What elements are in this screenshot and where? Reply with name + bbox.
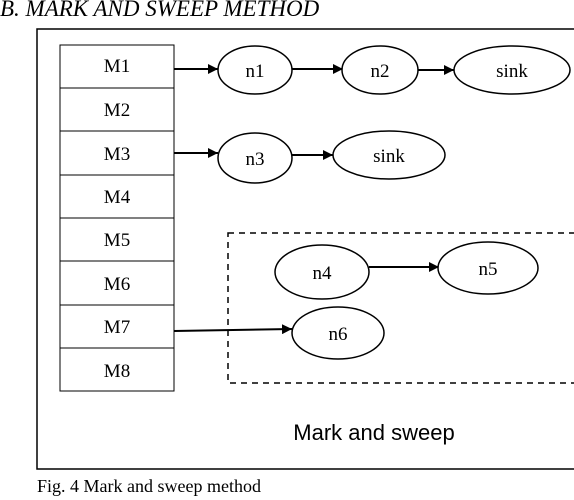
node-sink-a: sink [453, 45, 571, 95]
mark-cell-label-m7: M7 [104, 317, 130, 338]
mark-cell-label-m8: M8 [104, 361, 130, 382]
node-n5-label: n5 [479, 259, 498, 280]
node-n3: n3 [217, 132, 293, 184]
mark-table: M1 M2 M3 M4 M5 M6 M7 M8 [59, 44, 175, 392]
mark-cell [59, 304, 175, 349]
section-heading: B. MARK AND SWEEP METHOD [0, 0, 320, 21]
node-n4-label: n4 [313, 263, 333, 284]
sweep-region-box [227, 232, 574, 384]
mark-cell-label-m6: M6 [104, 274, 130, 295]
node-n6-label: n6 [329, 324, 348, 345]
node-sink-b-label: sink [373, 146, 405, 167]
node-n6: n6 [291, 306, 385, 360]
edge-m7-n6 [173, 324, 293, 335]
mark-cell-label-m2: M2 [104, 100, 130, 121]
node-n1-label: n1 [246, 61, 265, 82]
node-n3-label: n3 [246, 149, 265, 170]
node-sink-a-label: sink [496, 61, 528, 82]
mark-cell [59, 347, 175, 392]
mark-cell [59, 260, 175, 306]
region-label: Mark and sweep [293, 420, 454, 445]
mark-cell [59, 44, 175, 89]
outer-frame [36, 28, 574, 470]
mark-cell-label-m3: M3 [104, 144, 130, 165]
figure-caption: Fig. 4 Mark and sweep method [37, 476, 261, 496]
mark-cell [59, 174, 175, 219]
node-n4: n4 [274, 244, 370, 300]
edges [173, 64, 454, 335]
node-n5: n5 [437, 241, 539, 295]
node-sink-b: sink [332, 130, 446, 180]
mark-cell-label-m1: M1 [104, 56, 130, 77]
node-n1: n1 [217, 45, 293, 95]
mark-cell [59, 87, 175, 132]
node-n2: n2 [341, 45, 419, 95]
mark-cell-label-m5: M5 [104, 230, 130, 251]
mark-cell [59, 217, 175, 262]
mark-cell-label-m4: M4 [104, 187, 131, 208]
node-n2-label: n2 [371, 61, 390, 82]
mark-cell [59, 130, 175, 176]
